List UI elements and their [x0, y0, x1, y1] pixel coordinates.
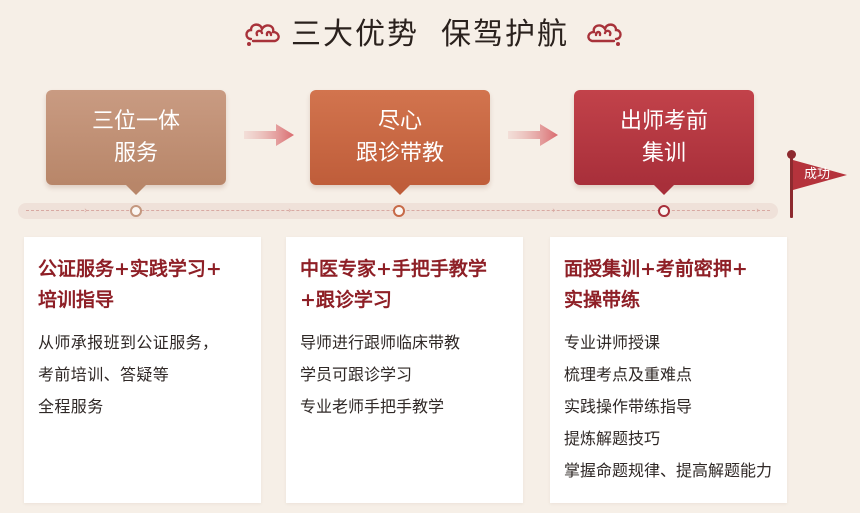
auspicious-cloud-icon-right — [587, 23, 622, 46]
card-2-heading: 中医专家+手把手教学 +跟诊学习 — [300, 254, 515, 316]
timeline-chevron-icon: › — [84, 206, 88, 216]
flag-label: 成功 — [803, 167, 830, 182]
stage-1-line-2: 服务 — [113, 140, 158, 166]
list-item: 从师承报班到公证服务， — [38, 333, 219, 352]
card-1-items: 从师承报班到公证服务， 考前培训、答疑等 全程服务 — [38, 327, 253, 423]
card-1-heading: 公证服务+实践学习+ 培训指导 — [38, 254, 253, 316]
list-item: 实践操作带练指导 — [564, 397, 693, 416]
stage-2-line-2: 跟诊带教 — [355, 140, 444, 166]
timeline-node-2 — [393, 205, 405, 217]
flag-icon — [793, 160, 847, 190]
title-part-2: 保驾护航 — [441, 17, 569, 52]
advantage-card-2: 中医专家+手把手教学 +跟诊学习 导师进行跟师临床带教 学员可跟诊学习 专业老师… — [286, 237, 523, 503]
stage-2-pointer — [390, 185, 410, 195]
page-title: 三大优势保驾护航 — [0, 10, 860, 60]
stage-3-line-2: 集训 — [641, 140, 686, 166]
card-3-items: 专业讲师授课 梳理考点及重难点 实践操作带练指导 提炼解题技巧 掌握命题规律、提… — [564, 327, 779, 487]
timeline-node-1 — [130, 205, 142, 217]
card-2-heading-line-1: 中医专家+手把手教学 — [300, 258, 487, 280]
advantage-card-3: 面授集训+考前密押+ 实操带练 专业讲师授课 梳理考点及重难点 实践操作带练指导… — [550, 237, 787, 503]
card-1-heading-line-2: 培训指导 — [38, 289, 115, 311]
advantage-card-1: 公证服务+实践学习+ 培训指导 从师承报班到公证服务， 考前培训、答疑等 全程服… — [24, 237, 261, 503]
card-3-heading-line-1: 面授集训+考前密押+ — [564, 258, 748, 280]
list-item: 全程服务 — [38, 397, 104, 416]
stage-1-line-1: 三位一体 — [91, 108, 180, 134]
stage-3-line-1: 出师考前 — [619, 108, 708, 134]
card-3-heading: 面授集训+考前密押+ 实操带练 — [564, 254, 779, 316]
arrow-right-icon-1 — [244, 124, 294, 146]
stage-1-pointer — [126, 185, 146, 195]
list-item: 考前培训、答疑等 — [38, 365, 170, 384]
card-2-heading-line-2: +跟诊学习 — [300, 289, 392, 311]
list-item: 掌握命题规律、提高解题能力 — [564, 461, 773, 480]
auspicious-cloud-icon-left — [245, 23, 280, 46]
card-1-heading-line-1: 公证服务+实践学习+ — [38, 258, 222, 280]
title-part-1: 三大优势 — [291, 17, 419, 52]
flag-pole — [790, 154, 793, 218]
progress-timeline: › › › › — [18, 203, 778, 219]
card-2-items: 导师进行跟师临床带教 学员可跟诊学习 专业老师手把手教学 — [300, 327, 515, 423]
list-item: 提炼解题技巧 — [564, 429, 661, 448]
list-item: 学员可跟诊学习 — [300, 365, 413, 384]
arrow-right-icon-2 — [508, 124, 558, 146]
stage-2-line-1: 尽心 — [377, 108, 422, 134]
card-3-heading-line-2: 实操带练 — [564, 289, 641, 311]
stage-box-3: 出师考前 集训 — [574, 90, 754, 195]
list-item: 梳理考点及重难点 — [564, 365, 693, 384]
timeline-chevron-icon: › — [288, 206, 292, 216]
list-item: 专业老师手把手教学 — [300, 397, 445, 416]
timeline-chevron-icon: › — [552, 206, 556, 216]
timeline-node-3 — [658, 205, 670, 217]
list-item: 导师进行跟师临床带教 — [300, 333, 461, 352]
list-item: 专业讲师授课 — [564, 333, 661, 352]
stage-box-2: 尽心 跟诊带教 — [310, 90, 490, 195]
timeline-chevron-icon: › — [756, 206, 760, 216]
stage-box-1: 三位一体 服务 — [46, 90, 226, 195]
stage-3-pointer — [654, 185, 674, 195]
